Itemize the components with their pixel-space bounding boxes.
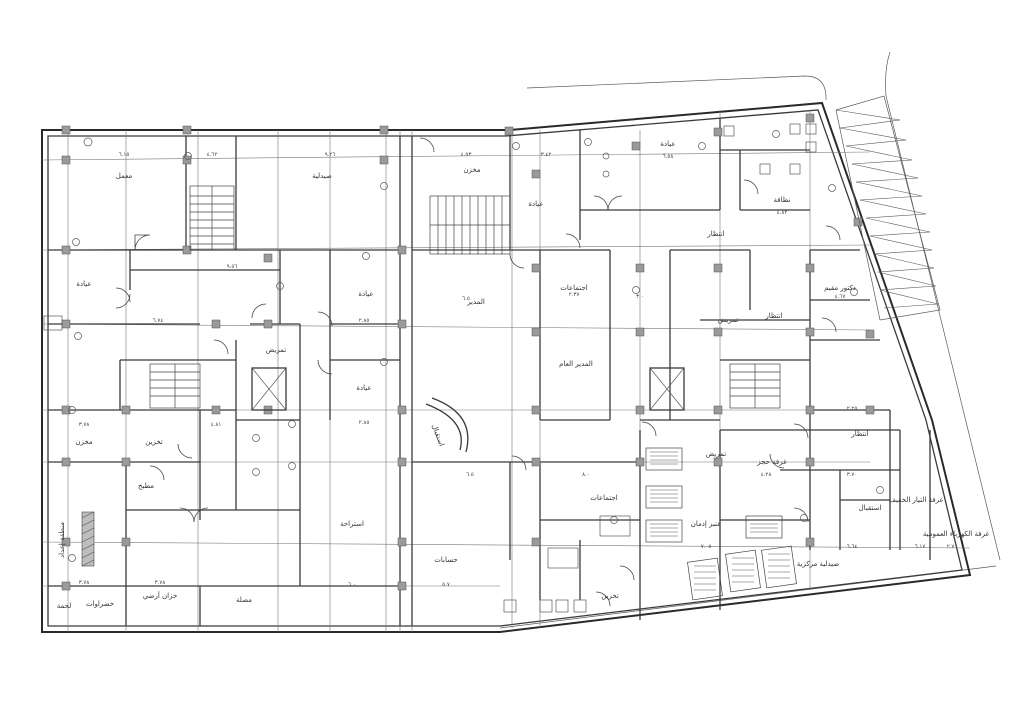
dim-label: ٤.٥٣	[461, 152, 472, 158]
outer-walls	[41, 101, 972, 633]
site-boundary	[499, 51, 1001, 629]
interior-walls	[48, 118, 931, 626]
room-label-meetings-mid: اجتماعات	[590, 494, 618, 502]
room-label-clinic-d: عيادة	[528, 200, 543, 208]
room-label-reception: استقبال	[430, 423, 445, 447]
dim-label: ٣.٠	[636, 294, 644, 300]
dim-label: ٦.٥	[466, 472, 474, 478]
dim-label: ٦.١٥	[119, 152, 130, 158]
room-label-food-prep: منطقة إعداد	[58, 522, 66, 558]
room-label-clinic-a: عيادة	[76, 280, 91, 288]
room-label-clinic-b: عيادة	[358, 290, 373, 298]
dim-label: ٩.٥٦	[227, 264, 238, 270]
dim-label: ٩.٢٦	[325, 152, 336, 158]
dim-label: ٤.٦٧	[835, 294, 846, 300]
dim-label: ٢.٢٥	[847, 406, 858, 412]
dim-label: ٢.٨٥	[359, 420, 370, 426]
dim-label: ٦.٥	[462, 296, 470, 302]
doors	[115, 137, 841, 607]
room-label-low-voltage: غرفة التيار الخفيف	[889, 496, 944, 504]
room-label-waiting-top: انتظار	[706, 230, 724, 238]
dim-label: ٤.٨٢	[777, 210, 788, 216]
dim-label: ٤.٢٨	[761, 472, 772, 478]
room-label-ground-tank: خزان أرضي	[143, 591, 178, 600]
room-label-cleaning: نظافة	[774, 196, 791, 204]
room-label-meat: لحمة	[57, 602, 71, 610]
dim-label: ٧.٠٥	[701, 544, 712, 550]
reception-desk	[425, 397, 469, 453]
dim-label: ٦.٥٨	[663, 154, 674, 160]
room-label-reservations: غرفة حجز	[756, 458, 787, 466]
dim-label: ٣.٧٨	[79, 422, 90, 428]
dim-label: ٥.٧	[442, 582, 450, 588]
dim-label: ٢.٣٧	[569, 292, 580, 298]
dim-label: ٦.٦٤	[847, 544, 858, 550]
room-label-clinic-top-right: عيادة	[660, 140, 675, 148]
room-label-general-manager: المدير العام	[559, 360, 593, 368]
room-label-central-pharmacy: صيدلية مركزية	[797, 560, 840, 568]
dim-label: ٣.٧٨	[79, 580, 90, 586]
dim-label: ٢.٨٥	[359, 318, 370, 324]
room-label-storage-bottom: تخزين	[601, 592, 619, 600]
room-label-nursing-mid: تمريض	[706, 450, 726, 458]
grid-lines	[41, 110, 971, 632]
room-label-accounts: حسابات	[434, 556, 457, 564]
room-label-waiting-mid: انتظار	[850, 430, 868, 438]
dim-label: ٣.٧٨	[155, 580, 166, 586]
room-label-reception-right: استقبال	[859, 504, 882, 512]
room-label-clinic-c: عيادة	[356, 384, 371, 392]
dim-label: ٤.٨١	[211, 422, 222, 428]
dimension-labels: ٦.١٥ ٤.٦٢ ٩.٢٦ ٤.٥٣ ٣.٤٢ ٦.٥٨ ٤.٨٢ ٩.٥٦ …	[79, 152, 958, 588]
dim-label: ٨.٠	[582, 472, 590, 478]
room-label-manager-top: المدير	[466, 298, 485, 306]
stairs	[149, 185, 781, 411]
room-label-resident-doctor: دكتور مقيم	[824, 284, 856, 292]
dim-label: ٢.٧٠	[947, 544, 958, 550]
kitchen-counter	[81, 511, 95, 567]
dim-label: ٦.١٧	[915, 544, 926, 550]
room-label-kitchen: مطبخ	[138, 482, 154, 490]
room-label-electric-room: غرفة الكهرباء العمومية	[923, 530, 990, 538]
room-label-addiction-ward: عنبر إدمان	[691, 520, 722, 528]
room-label-storage-left: تخزين	[145, 438, 163, 446]
dim-label: ٦.٧٤	[153, 318, 164, 324]
room-label-mosque: مصلة	[236, 596, 252, 604]
dim-label: ٣.٧٠	[847, 472, 858, 478]
room-labels: معمل صيدلية مخزن عيادة عيادة عيادة عيادة…	[57, 140, 990, 610]
room-label-store-left: مخزن	[75, 438, 93, 446]
room-label-vegetables: خضراوات	[86, 600, 114, 608]
room-label-waiting-right: انتظار	[764, 312, 782, 320]
fixtures	[43, 123, 884, 613]
room-label-nursing-right: تمريض	[718, 316, 738, 324]
dim-label: ٤.٦٢	[207, 152, 218, 158]
room-label-store-top: مخزن	[463, 166, 481, 174]
room-label-nursing-left: تمريض	[266, 346, 286, 354]
columns	[61, 113, 875, 591]
room-label-lab: معمل	[116, 172, 133, 180]
room-label-rest: استراحة	[340, 520, 364, 528]
dim-label: ٦.٠	[348, 582, 356, 588]
room-label-pharmacy: صيدلية	[312, 172, 332, 180]
room-label-meetings-top: اجتماعات	[560, 284, 588, 292]
hatched-area	[835, 95, 941, 321]
dim-label: ٣.٤٢	[541, 152, 552, 158]
beds	[645, 447, 797, 601]
